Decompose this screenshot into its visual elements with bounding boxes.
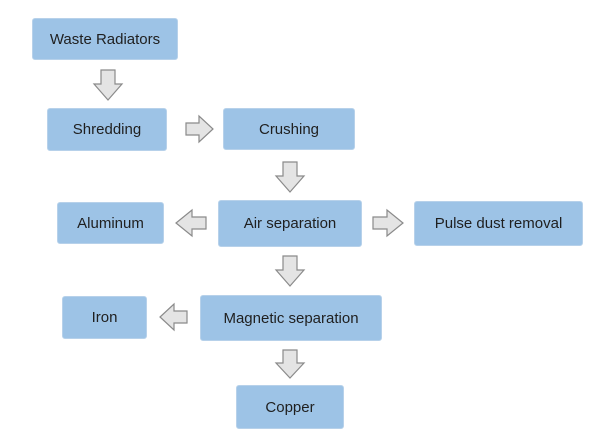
node-waste-radiators: Waste Radiators [32,18,178,60]
arrow-down-icon [274,161,306,193]
arrow-right-icon [185,114,214,144]
node-shredding: Shredding [47,108,167,151]
arrow-left-icon [175,208,207,238]
arrow-down-icon [274,255,306,287]
arrow-right-icon [372,208,404,238]
node-air-separation: Air separation [218,200,362,247]
arrow-left-icon [159,302,188,332]
arrow-down-icon [274,349,306,379]
node-crushing: Crushing [223,108,355,150]
node-iron: Iron [62,296,147,339]
node-pulse-dust-removal: Pulse dust removal [414,201,583,246]
node-copper: Copper [236,385,344,429]
node-aluminum: Aluminum [57,202,164,244]
node-magnetic-separation: Magnetic separation [200,295,382,341]
arrow-down-icon [92,69,124,101]
